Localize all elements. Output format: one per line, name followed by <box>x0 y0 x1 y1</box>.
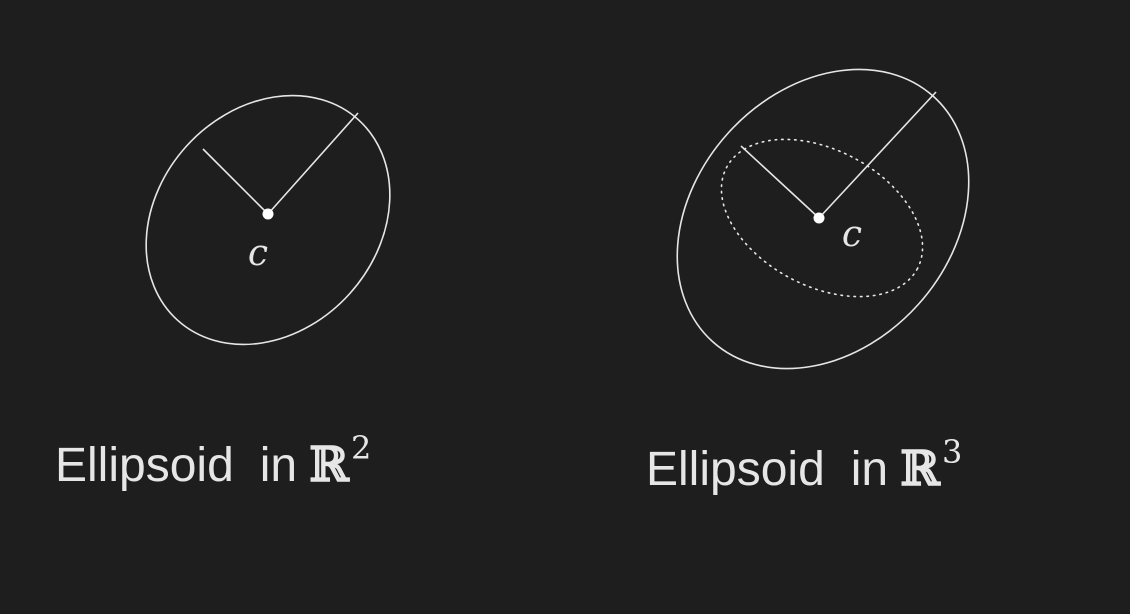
ellipsoid-r3-center-label: c <box>842 214 862 255</box>
ellipsoid-r3-outline <box>676 68 970 370</box>
ellipse-r2-center-point <box>262 208 274 220</box>
ellipsoid-r3-group: c <box>676 68 970 370</box>
caption-r2-in: in <box>259 439 298 492</box>
ellipse-r2-minor-axis <box>202 148 269 215</box>
ellipse-r2-center-label: c <box>248 233 268 274</box>
ellipse-r2-outline <box>145 94 391 346</box>
ellipsoid-r3-major-axis <box>818 91 937 219</box>
caption-r3-set-symbol: ℝ <box>900 441 941 497</box>
caption-r2-exponent: 2 <box>351 429 372 467</box>
ellipse-r2-group: c <box>145 94 391 346</box>
ellipsoid-r3-dotted-cross-section <box>720 138 924 298</box>
caption-r3-word: Ellipsoid <box>646 443 825 496</box>
caption-r2-word: Ellipsoid <box>55 439 234 492</box>
caption-r3-in: in <box>850 443 889 496</box>
caption-r2-set-symbol: ℝ <box>309 437 350 493</box>
ellipse-r2-major-axis <box>267 112 359 215</box>
caption-r3-exponent: 3 <box>942 433 963 471</box>
ellipsoid-r3-minor-axis <box>740 145 820 219</box>
ellipsoid-r3-center-point <box>813 212 825 224</box>
